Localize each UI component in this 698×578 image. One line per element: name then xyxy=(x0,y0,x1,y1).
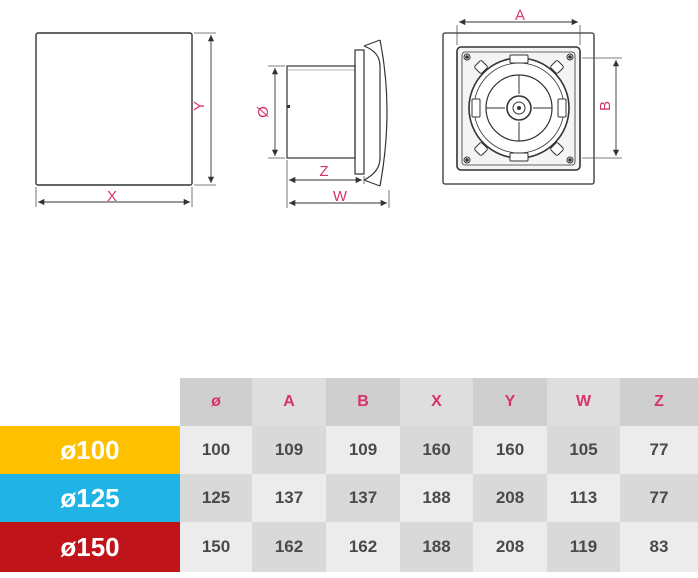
column-header: Y xyxy=(473,378,547,426)
table-cell: 119 xyxy=(547,522,620,572)
table-row: ø125 125 137 137 188 208 113 77 xyxy=(0,474,698,522)
table-cell: 162 xyxy=(326,522,400,572)
column-header: Z xyxy=(620,378,698,426)
table-row: ø100 100 109 109 160 160 105 77 xyxy=(0,426,698,474)
column-header: W xyxy=(547,378,620,426)
w-label: W xyxy=(333,188,348,205)
table-cell: 160 xyxy=(400,426,473,474)
table-cell: 77 xyxy=(620,474,698,522)
row-label: ø125 xyxy=(0,474,180,522)
table-cell: 188 xyxy=(400,474,473,522)
table-cell: 137 xyxy=(326,474,400,522)
column-header: ø xyxy=(180,378,252,426)
table-cell: 125 xyxy=(180,474,252,522)
row-label: ø150 xyxy=(0,522,180,572)
x-label: X xyxy=(107,188,117,205)
z-label: Z xyxy=(319,163,328,180)
table-cell: 137 xyxy=(252,474,326,522)
mounting-flange xyxy=(354,49,365,175)
front-panel xyxy=(35,32,193,186)
dimensions-table: ø A B X Y W Z ø100 100 109 109 160 160 1… xyxy=(0,378,698,578)
table-cell: 113 xyxy=(547,474,620,522)
front-cover-profile xyxy=(363,45,381,181)
column-header: B xyxy=(326,378,400,426)
column-header: A xyxy=(252,378,326,426)
table-cell: 150 xyxy=(180,522,252,572)
table-cell: 109 xyxy=(326,426,400,474)
housing-tabs xyxy=(471,54,567,162)
technical-drawings: X Y Ø Z W xyxy=(35,7,622,208)
inner-spokes xyxy=(486,75,552,141)
table-cell: 105 xyxy=(547,426,620,474)
fan-body xyxy=(286,65,356,159)
side-view: Ø Z W xyxy=(255,39,390,208)
column-header: X xyxy=(400,378,473,426)
table-cell: 83 xyxy=(620,522,698,572)
diameter-label: Ø xyxy=(255,106,272,118)
table-cell: 100 xyxy=(180,426,252,474)
table-cell: 160 xyxy=(473,426,547,474)
header-corner xyxy=(0,378,180,426)
table-row: ø150 150 162 162 188 208 119 83 xyxy=(0,522,698,572)
table-cell: 208 xyxy=(473,474,547,522)
table-header-row: ø A B X Y W Z xyxy=(0,378,698,426)
table-cell: 208 xyxy=(473,522,547,572)
rear-cover-outline xyxy=(442,32,595,185)
a-label: A xyxy=(515,7,525,24)
rear-view: A B xyxy=(442,7,622,185)
y-label: Y xyxy=(191,101,208,111)
row-label: ø100 xyxy=(0,426,180,474)
screw-holes xyxy=(463,53,574,164)
front-view: X Y xyxy=(35,32,216,207)
table-cell: 162 xyxy=(252,522,326,572)
table-cell: 77 xyxy=(620,426,698,474)
table-cell: 188 xyxy=(400,522,473,572)
table-cell: 109 xyxy=(252,426,326,474)
b-label: B xyxy=(597,101,614,111)
